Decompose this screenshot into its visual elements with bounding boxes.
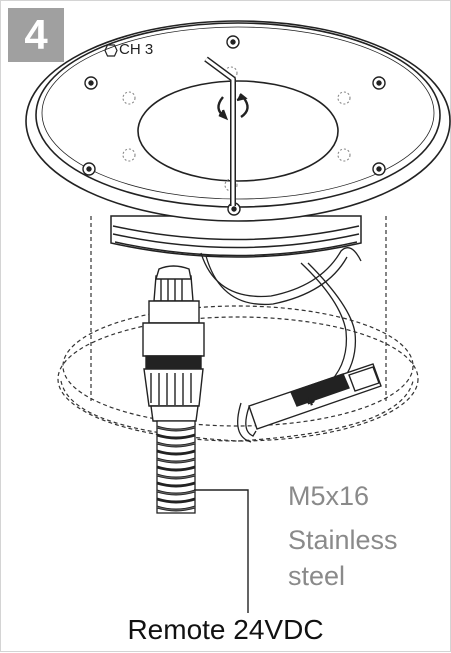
screw-material-line2: steel <box>288 561 346 591</box>
svg-text:Ip: Ip <box>305 394 315 406</box>
cable-gland <box>142 265 205 422</box>
hex-socket-icon <box>104 44 118 62</box>
screw-size-label: M5x16 <box>288 481 370 511</box>
lid <box>25 20 451 222</box>
cable-label: Remote 24VDC <box>127 614 324 645</box>
dashed-housing <box>57 216 419 442</box>
connector-plug: Ip <box>248 363 382 430</box>
leader-line <box>194 489 249 613</box>
cable-loop <box>200 247 362 443</box>
rotation-arrow-icon <box>217 93 249 121</box>
corrugated-conduit <box>156 420 196 514</box>
lid-screws <box>82 35 386 216</box>
threaded-collar <box>110 215 362 258</box>
tool-size-label: CH 3 <box>119 41 154 58</box>
hex-key-icon <box>204 56 236 206</box>
step-number-badge: 4 <box>8 8 64 62</box>
screw-material-line1: Stainless <box>288 525 398 555</box>
